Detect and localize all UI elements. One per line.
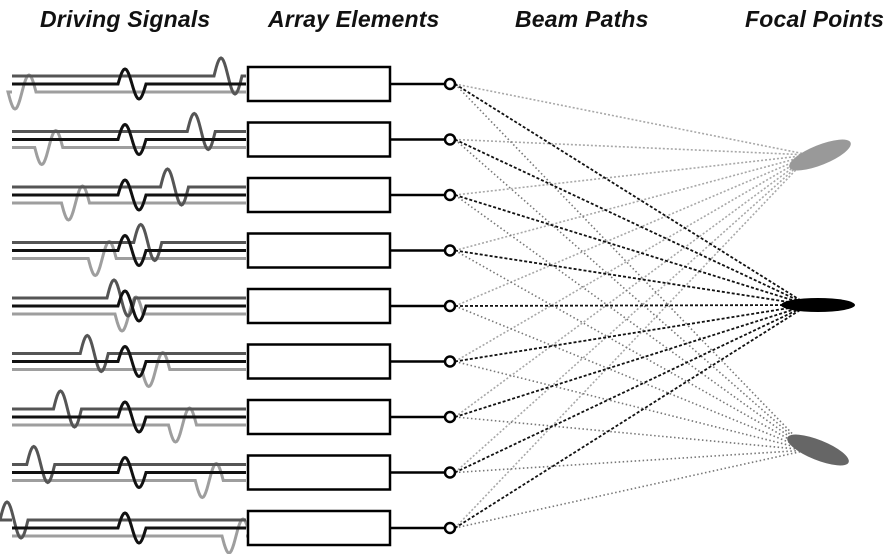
beam-path-2-bottom [454,138,809,451]
driving-signal-bottom-focus-7 [12,406,246,444]
driving-signal-reference-4 [12,233,246,268]
element-node-4 [443,244,457,257]
beam-path-6-bottom [454,360,809,451]
element-node-1 [443,77,457,91]
array-element-5 [246,287,392,325]
beam-path-8-bottom [454,449,809,474]
driving-signal-top-focus-9 [0,500,246,540]
beam-paths-heading: Beam Paths [515,6,649,32]
array-element-7 [246,398,392,436]
driving-signal-reference-3 [12,178,246,212]
driving-signal-top-focus-1 [12,56,246,96]
focal-point-middle [781,298,855,312]
element-node-7 [443,410,457,424]
beam-path-5-top [454,154,811,307]
driving-signal-reference-7 [12,400,246,434]
beam-path-9-bottom [454,449,809,529]
array-element-6 [246,343,392,380]
array-element-3 [246,176,392,214]
beam-path-9-middle [454,304,809,529]
beam-path-1-top [454,83,811,156]
element-node-6 [443,355,457,368]
driving-signal-top-focus-2 [12,111,246,152]
focal-point-bottom [787,434,849,466]
beam-path-6-top [454,154,811,363]
beam-path-2-top [454,138,811,156]
element-node-2 [443,133,457,146]
driving-signals-heading: Driving Signals [40,6,211,32]
driving-signal-reference-6 [12,344,246,379]
array-element-9 [246,509,392,547]
element-node-9 [443,521,457,535]
driving-signal-bottom-focus-2 [12,128,246,167]
beam-path-4-top [454,154,811,252]
beam-path-7-bottom [454,416,809,451]
driving-signal-top-focus-3 [12,167,246,207]
driving-signal-top-focus-8 [12,444,246,485]
driving-signal-top-focus-7 [12,389,246,429]
beam-path-1-bottom [454,83,809,451]
element-node-8 [443,466,457,479]
driving-signal-reference-9 [12,511,246,545]
driving-signal-top-focus-4 [12,222,246,263]
array-elements-group [246,65,457,547]
driving-signal-reference-8 [12,455,246,490]
array-element-2 [246,121,392,158]
beam-path-5-middle [454,304,809,307]
driving-signal-reference-5 [12,289,246,323]
driving-signal-bottom-focus-8 [12,461,246,500]
array-element-4 [246,232,392,269]
beam-path-8-top [454,154,811,474]
element-node-5 [443,299,457,313]
focal-points-heading: Focal Points [745,6,885,32]
driving-signal-bottom-focus-6 [12,350,246,389]
beam-path-6-middle [454,304,809,363]
beam-path-1-middle [454,83,809,306]
beam-path-3-middle [454,194,809,306]
beam-path-8-middle [454,304,809,474]
focal-points-group [781,139,855,466]
beam-path-3-top [454,154,811,196]
driving-signal-top-focus-6 [12,333,246,374]
array-elements-heading: Array Elements [268,6,440,32]
driving-signal-bottom-focus-9 [12,517,252,554]
beam-path-4-middle [454,249,809,306]
beam-path-9-top [454,154,811,529]
driving-signal-bottom-focus-4 [12,239,246,278]
driving-signal-reference-2 [12,122,246,157]
array-element-1 [246,65,392,103]
beam-path-7-middle [454,304,809,418]
beam-paths-group [454,83,811,529]
element-node-3 [443,188,457,202]
driving-signals-group [0,56,252,554]
beam-path-3-bottom [454,194,809,451]
array-element-8 [246,454,392,491]
focal-point-top [789,139,851,171]
driving-signal-reference-1 [12,67,246,101]
beam-path-7-top [454,154,811,418]
driving-signal-bottom-focus-1 [6,73,246,111]
driving-signal-bottom-focus-3 [12,184,246,222]
